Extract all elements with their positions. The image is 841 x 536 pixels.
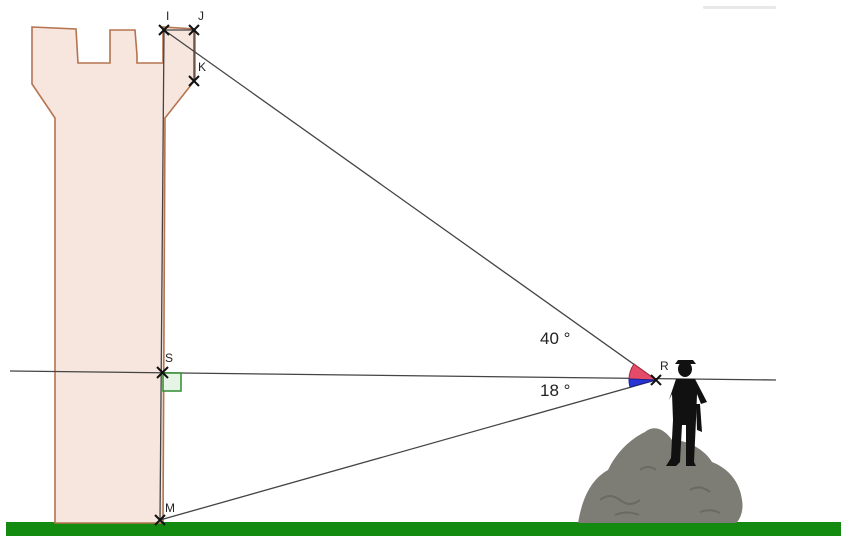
tower: [31, 26, 196, 524]
point-label-K: K: [198, 60, 206, 74]
angle-label-upper: 40 °: [540, 329, 570, 348]
rock: [578, 428, 743, 523]
point-label-J: J: [198, 9, 204, 23]
angle-sector-upper: [628, 363, 658, 381]
point-label-R: R: [660, 359, 669, 373]
point-marker-J: [188, 24, 200, 36]
point-marker-I: [158, 24, 170, 36]
segment-MR: [159, 379, 657, 521]
point-label-M: M: [165, 501, 175, 515]
point-label-S: S: [165, 351, 173, 365]
angle-label-lower: 18 °: [540, 381, 570, 400]
silhouette-person-icon: [666, 360, 707, 466]
point-marker-K: [188, 75, 200, 87]
ground: [6, 522, 841, 536]
point-marker-S: [156, 366, 169, 379]
top-decoration-bar: [703, 6, 776, 9]
point-marker-R: [650, 374, 662, 386]
segment-IR: [163, 29, 657, 381]
point-label-I: I: [166, 9, 169, 23]
point-marker-M: [154, 514, 166, 526]
rock-texture: [599, 466, 721, 516]
segment-IM: [159, 29, 165, 521]
angle-sector-lower: [628, 378, 657, 388]
